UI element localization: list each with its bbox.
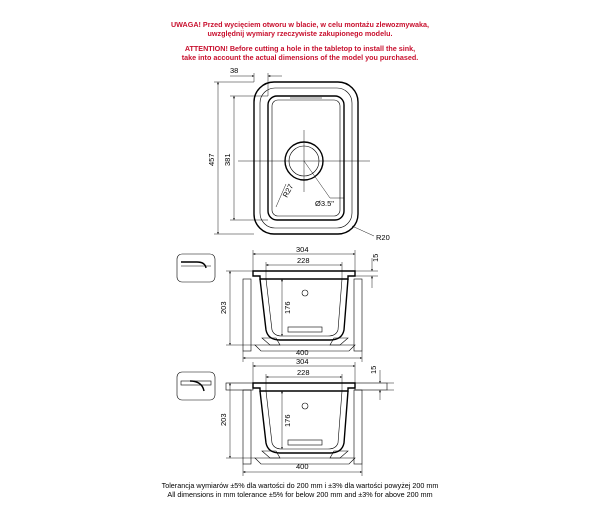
warning-en-line2: take into account the actual dimensions … — [181, 53, 419, 62]
dim-depth-1: 203 — [219, 301, 228, 314]
warning-en-line1: ATTENTION! Before cutting a hole in the … — [184, 44, 416, 53]
top-mount-icon — [176, 253, 216, 283]
bowl-section — [259, 278, 349, 341]
tolerance-en: All dimensions in mm tolerance ±5% for b… — [167, 489, 433, 499]
dim-drain: Ø3.5" — [315, 199, 334, 208]
cabinet-wall-left-2 — [242, 389, 252, 465]
dim-corner-radius: R27 — [281, 183, 295, 199]
sink-flange-outline — [259, 87, 353, 229]
dim-rim-2: 15 — [369, 366, 378, 374]
dim-rim-1: 15 — [371, 254, 380, 262]
flush-mount-icon — [176, 371, 216, 401]
dim-cabinet-1: 400 — [296, 348, 309, 357]
section-top-mount: 304 228 15 203 176 400 — [219, 245, 380, 362]
dim-inner-depth-2: 176 — [283, 414, 292, 427]
dim-outer-radius: R20 — [376, 233, 390, 242]
cabinet-wall-right — [353, 278, 363, 352]
dim-outer-height: 457 — [207, 153, 216, 166]
warning-english: ATTENTION! Before cutting a hole in the … — [0, 44, 600, 62]
dim-inner-depth-1: 176 — [283, 301, 292, 314]
dim-flange: 38 — [230, 66, 238, 75]
dim-depth-2: 203 — [219, 413, 228, 426]
cabinet-wall-left — [242, 278, 252, 352]
sink-outer-outline — [253, 81, 359, 235]
bowl-section-2 — [259, 390, 349, 454]
dim-inner-width-1: 228 — [297, 256, 310, 265]
countertop-right — [354, 382, 388, 391]
top-view: 38 457 381 R27 Ø3.5" R20 — [207, 66, 390, 242]
bowl-outline — [267, 95, 345, 221]
tolerance-note: Tolerancja wymiarów ±5% dla wartości do … — [0, 481, 600, 499]
overflow-hole — [301, 289, 309, 297]
drain-flange — [287, 326, 323, 333]
tolerance-pl: Tolerancja wymiarów ±5% dla wartości do … — [161, 481, 439, 490]
dim-inner-height: 381 — [223, 153, 232, 166]
sink-rim-2 — [252, 382, 356, 392]
dim-top-width-1: 304 — [296, 245, 309, 254]
bowl-inner-outline — [271, 99, 341, 217]
dim-top-width-2: 304 — [296, 357, 309, 366]
section-flush-mount: 304 228 15 203 176 400 — [219, 357, 394, 476]
warning-pl-line1: UWAGA! Przed wycięciem otworu w blacie, … — [170, 20, 430, 29]
dim-inner-width-2: 228 — [297, 368, 310, 377]
warning-polish: UWAGA! Przed wycięciem otworu w blacie, … — [0, 20, 600, 38]
warning-pl-line2: uwzględnij wymiary rzeczywiste zakupione… — [207, 29, 393, 38]
cabinet-wall-right-2 — [353, 389, 363, 465]
dim-cabinet-2: 400 — [296, 462, 309, 471]
sink-rim — [252, 270, 356, 280]
